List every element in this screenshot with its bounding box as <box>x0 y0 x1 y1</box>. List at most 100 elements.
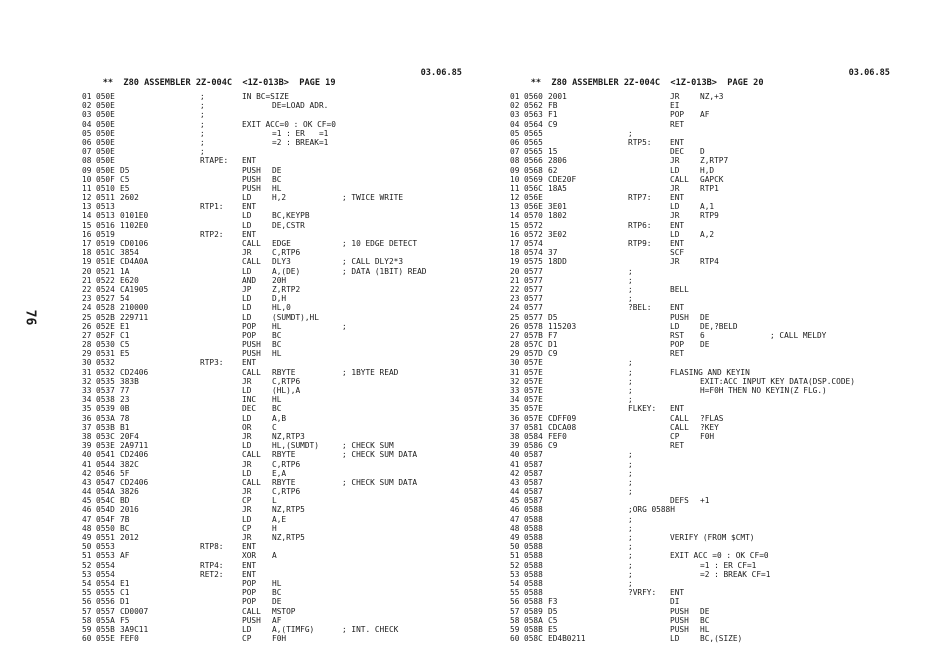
mnemonic: ENT <box>242 202 257 212</box>
object-code: CA1905 <box>120 284 149 294</box>
object-code: CD0007 <box>120 606 149 616</box>
page-number: 76 <box>22 309 38 326</box>
operand: NZ,+3 <box>700 92 724 101</box>
label: RTAPE: <box>200 156 229 166</box>
operand: HL <box>272 349 282 359</box>
line-number: 33 <box>82 386 92 395</box>
operand: RTP9 <box>700 211 719 221</box>
address: 0544 <box>96 459 115 469</box>
address: 0531 <box>96 349 115 359</box>
operand: BC,(SIZE) <box>700 634 743 644</box>
line-number: 27 <box>82 330 92 340</box>
address: 0521 <box>96 266 115 276</box>
operand: C,RTP6 <box>272 248 301 258</box>
label: ; <box>628 395 633 405</box>
object-code: E5 <box>548 624 558 634</box>
operand: F0H <box>272 634 287 644</box>
label: ; <box>628 459 633 469</box>
label: RTP1: <box>200 202 224 212</box>
operand: D <box>700 147 705 157</box>
mnemonic: JR <box>670 211 680 221</box>
mnemonic: PUSH <box>242 165 261 175</box>
line-number: 55 <box>510 588 520 598</box>
address: 0510 <box>96 183 115 193</box>
object-code: FB <box>548 101 558 111</box>
line-number: 40 <box>82 450 92 460</box>
operand: DE <box>700 340 710 350</box>
label: ; <box>200 110 205 120</box>
label: ; <box>200 92 205 101</box>
label: RTP9: <box>628 239 652 248</box>
mnemonic: JR <box>670 92 680 101</box>
mnemonic: ENT <box>670 303 685 313</box>
operand: RTP4 <box>700 257 719 267</box>
label: ; <box>200 147 205 157</box>
operand: RTP1 <box>700 183 719 193</box>
listing-date: 03.06.85 <box>848 68 890 78</box>
address: 054A <box>96 487 115 497</box>
object-code: 62 <box>548 165 558 175</box>
line-number: 11 <box>510 183 520 193</box>
object-code: 78 <box>120 413 130 423</box>
object-code: FEF0 <box>120 634 139 644</box>
address: 0577 <box>524 275 543 285</box>
line-number: 52 <box>82 560 92 570</box>
line-number: 52 <box>510 560 520 570</box>
object-code: C5 <box>120 174 130 184</box>
mnemonic: LD <box>670 321 680 331</box>
operand: F0H <box>700 431 715 441</box>
address: 050E <box>96 119 115 129</box>
address: 0586 <box>524 441 543 451</box>
address: 0589 <box>524 606 543 616</box>
line-number: 31 <box>510 367 520 377</box>
operand: A,2 <box>700 229 715 239</box>
line-number: 05 <box>510 128 520 138</box>
operand: A,E <box>272 514 287 524</box>
line-number: 30 <box>510 358 520 368</box>
address: 0528 <box>96 303 115 313</box>
label: ; <box>628 477 633 487</box>
label: ; <box>200 128 205 138</box>
address: 0587 <box>524 477 543 487</box>
address: 0584 <box>524 431 543 441</box>
address: 0588 <box>524 569 543 579</box>
operand: HL <box>272 183 282 193</box>
address: 0574 <box>524 248 543 258</box>
label: ; <box>628 358 633 368</box>
mnemonic: LD <box>242 413 252 423</box>
object-code: D5 <box>120 165 130 175</box>
operand: H <box>272 523 277 533</box>
address: 0565 <box>524 128 543 138</box>
mnemonic: CALL <box>670 422 689 432</box>
address: 0532 <box>96 367 115 377</box>
line-number: 53 <box>82 569 92 579</box>
address: 050E <box>96 147 115 157</box>
comment: ; CALL MELDY <box>770 330 827 340</box>
label: RTP5: <box>628 137 652 147</box>
operand: BC,KEYPB <box>272 211 310 221</box>
address: 0581 <box>524 422 543 432</box>
operand: A,B <box>272 413 287 423</box>
operand: GAPCK <box>700 174 724 184</box>
mnemonic: LD <box>242 624 252 634</box>
line-number: 19 <box>82 257 92 267</box>
line-number: 36 <box>510 413 520 423</box>
address: 058B <box>524 624 543 634</box>
